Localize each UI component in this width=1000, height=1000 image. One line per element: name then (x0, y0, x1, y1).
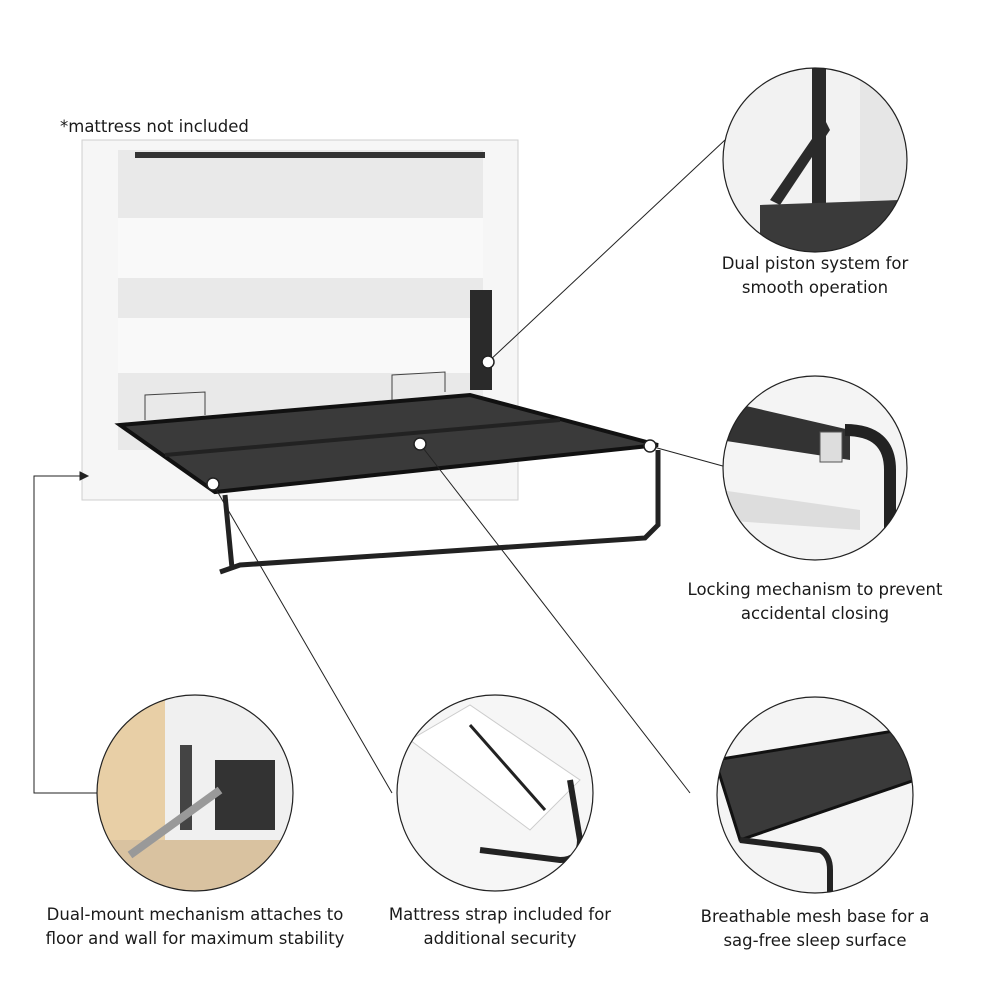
caption-mesh: Breathable mesh base for a sag-free slee… (680, 905, 950, 953)
caption-line: additional security (423, 929, 577, 948)
bed-platform (114, 371, 661, 575)
caption-piston: Dual piston system for smooth operation (680, 252, 950, 300)
caption-strap: Mattress strap included for additional s… (365, 903, 635, 951)
caption-line: Mattress strap included for (388, 905, 612, 924)
caption-line: Dual-mount mechanism attaches to (46, 905, 344, 924)
caption-line: Dual piston system for (721, 254, 909, 273)
caption-line: accidental closing (740, 604, 890, 623)
caption-line: floor and wall for maximum stability (45, 929, 345, 948)
hotspot-dots (206, 355, 657, 491)
locking-detail-image (723, 376, 907, 560)
piston-detail-image (723, 68, 907, 252)
caption-line: smooth operation (741, 278, 889, 297)
mattress-note: *mattress not included (60, 117, 249, 136)
strap-detail-image (397, 695, 593, 890)
mesh-detail-image (717, 697, 913, 893)
caption-locking: Locking mechanism to prevent accidental … (670, 578, 960, 626)
mount-detail-image (97, 695, 293, 891)
caption-line: Breathable mesh base for a (700, 907, 930, 926)
caption-line: sag-free sleep surface (723, 931, 907, 950)
detail-circle-outlines (96, 67, 914, 894)
caption-mount: Dual-mount mechanism attaches to floor a… (20, 903, 370, 951)
leader-lines (33, 139, 731, 794)
caption-line: Locking mechanism to prevent (687, 580, 943, 599)
